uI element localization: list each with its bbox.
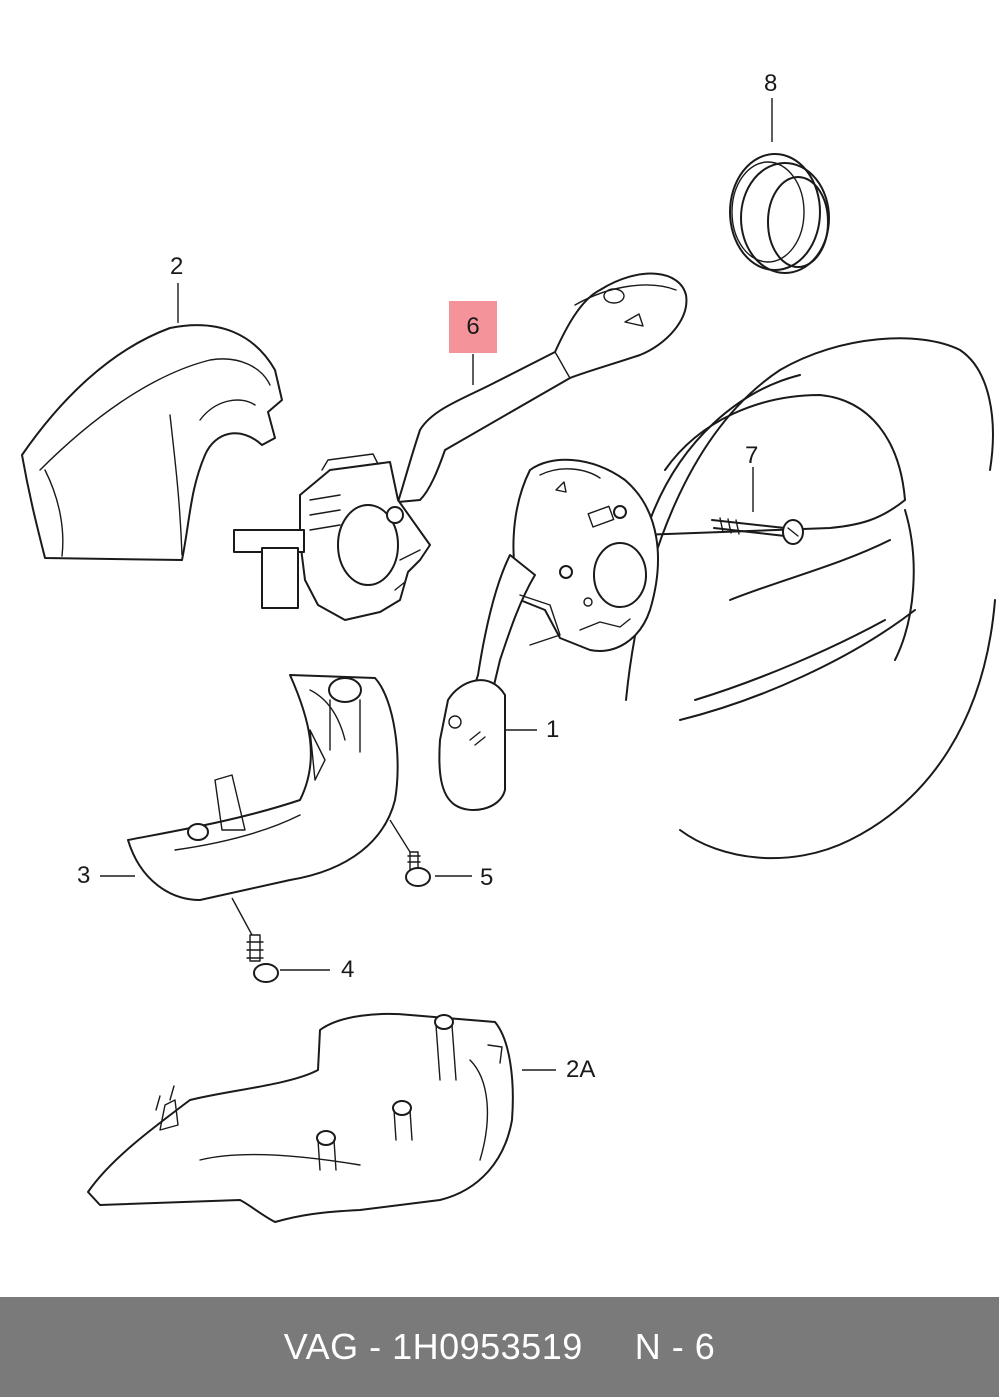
exploded-parts-diagram bbox=[21, 98, 996, 1223]
callout-2: 2 bbox=[170, 253, 184, 280]
part-4-screw bbox=[246, 934, 279, 983]
leader-lines bbox=[100, 98, 773, 1071]
part-5-screw bbox=[405, 851, 431, 887]
part-3-lower-cover bbox=[127, 674, 399, 901]
part-6-stalk-switch bbox=[233, 272, 688, 621]
part-1-lever-switch bbox=[438, 458, 659, 811]
callout-8: 8 bbox=[764, 70, 778, 97]
callout-4: 4 bbox=[341, 956, 355, 983]
part-2-upper-cover bbox=[21, 324, 283, 561]
footer-part-number: VAG - 1H0953519 bbox=[283, 1326, 583, 1367]
callout-1: 1 bbox=[546, 716, 560, 743]
callout-7: 7 bbox=[745, 442, 759, 469]
steering-wheel bbox=[625, 337, 996, 860]
part-7-bolt bbox=[711, 517, 804, 545]
footer-bar: VAG - 1H0953519 N - 6 bbox=[0, 1297, 999, 1397]
callout-3: 3 bbox=[77, 862, 91, 889]
footer-position: N - 6 bbox=[634, 1326, 716, 1367]
callout-5: 5 bbox=[480, 864, 494, 891]
callout-2a: 2A bbox=[566, 1056, 596, 1083]
callout-6-highlighted: 6 bbox=[449, 301, 497, 353]
part-8-ring bbox=[729, 153, 830, 274]
callout-6: 6 bbox=[466, 313, 480, 340]
part-2a-lower-cover bbox=[87, 1012, 514, 1223]
